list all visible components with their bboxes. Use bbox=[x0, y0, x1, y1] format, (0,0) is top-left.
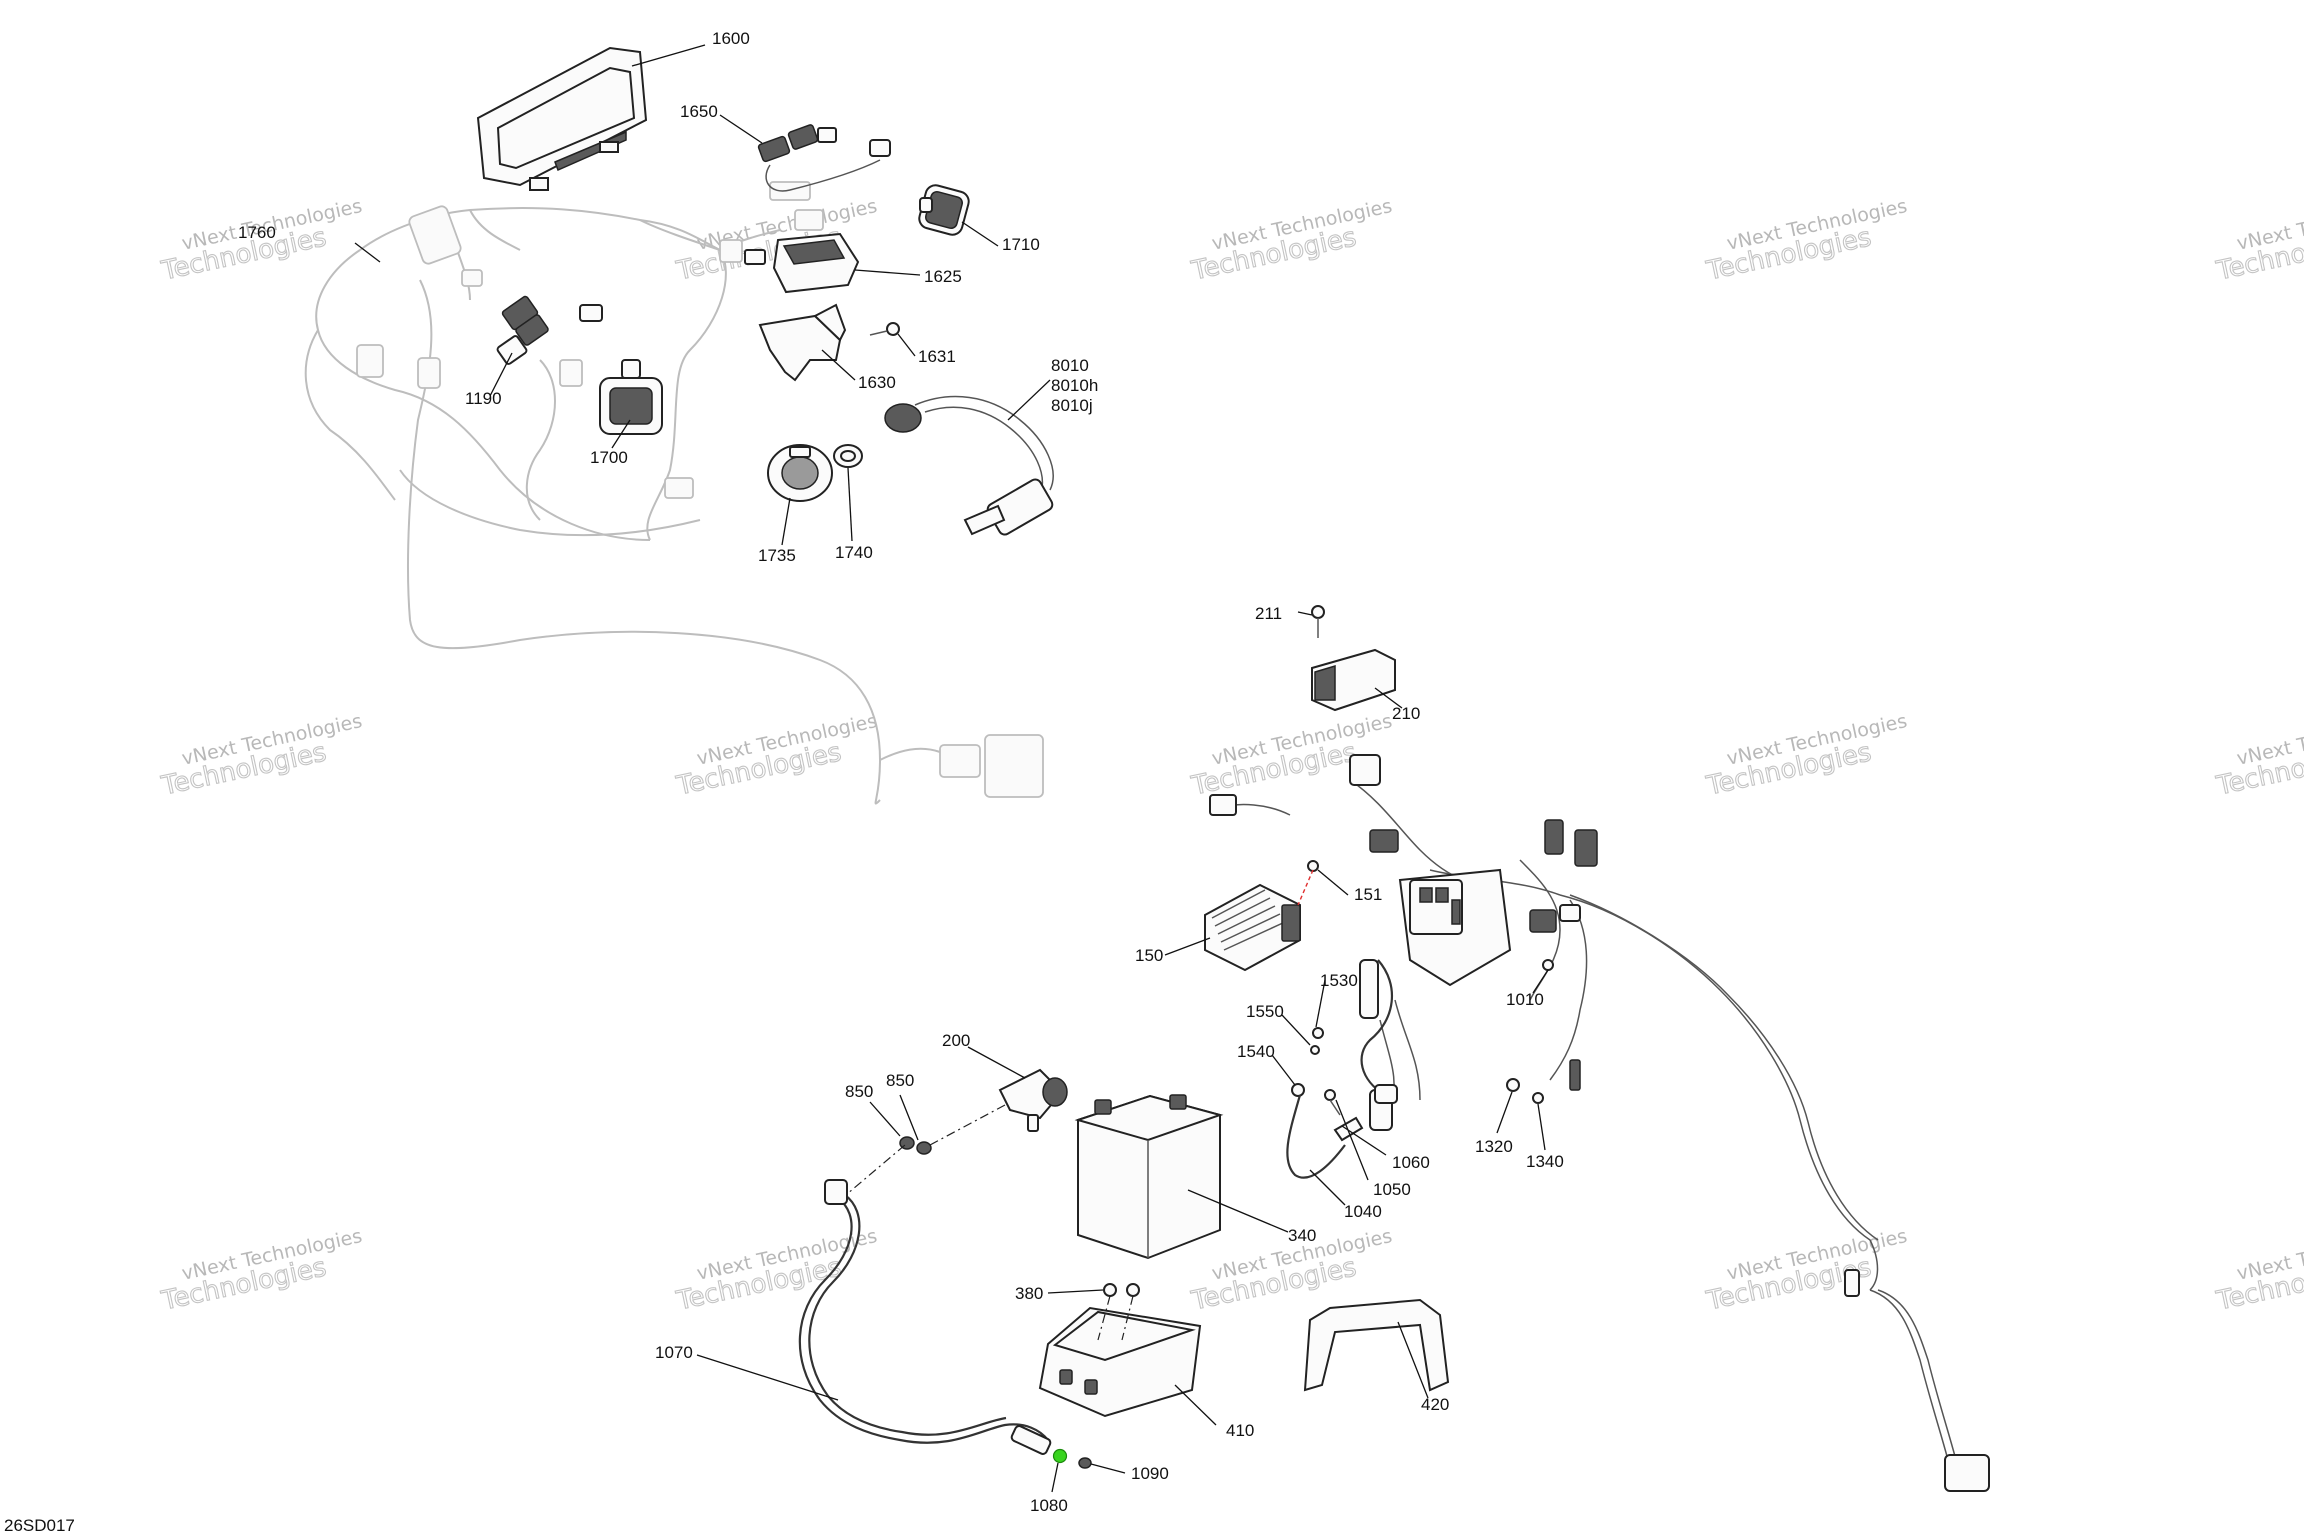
callout-420: 420 bbox=[1421, 1395, 1449, 1414]
watermark: Technologies vNext Technologies bbox=[158, 1225, 364, 1317]
watermark: Technologies vNext Technologies bbox=[1703, 710, 1909, 802]
callout-1700: 1700 bbox=[590, 448, 628, 467]
callout-1550: 1550 bbox=[1246, 1002, 1284, 1021]
instrument-cluster-1600 bbox=[476, 46, 648, 191]
callout-1090: 1090 bbox=[1131, 1464, 1169, 1483]
watermark: Technologies vNext Technologies bbox=[2213, 195, 2304, 287]
main-wiring-harness-ghost bbox=[304, 181, 1044, 805]
module-1625 bbox=[744, 232, 860, 294]
callout-380: 380 bbox=[1015, 1284, 1043, 1303]
callout-340: 340 bbox=[1288, 1226, 1316, 1245]
voltage-regulator-150 bbox=[1204, 883, 1301, 972]
lanyard-8010 bbox=[884, 395, 1054, 536]
callout-1320: 1320 bbox=[1475, 1137, 1513, 1156]
callout-151: 151 bbox=[1354, 885, 1382, 904]
callout-1070: 1070 bbox=[655, 1343, 693, 1362]
nut-1090 bbox=[1078, 1457, 1092, 1469]
callout-1735: 1735 bbox=[758, 546, 796, 565]
callout-150: 150 bbox=[1135, 946, 1163, 965]
switch-1700 bbox=[599, 359, 663, 435]
callout-1190: 1190 bbox=[465, 389, 502, 408]
watermark: Technologies vNext Technologies bbox=[1703, 1225, 1909, 1317]
watermark: Technologies vNext Technologies bbox=[1703, 195, 1909, 287]
nut-850 bbox=[899, 1136, 932, 1155]
nut-1740 bbox=[833, 444, 863, 468]
assembly-axis bbox=[839, 1144, 906, 1201]
callout-1530: 1530 bbox=[1320, 971, 1358, 990]
screw-211 bbox=[1311, 605, 1325, 638]
screw-1631 bbox=[869, 322, 900, 336]
battery-cable-1070 bbox=[798, 1179, 1052, 1455]
callout-1710: 1710 bbox=[1002, 235, 1040, 254]
watermark: Technologies vNext Technologies bbox=[1188, 195, 1394, 287]
callout-8010: 8010 bbox=[1051, 356, 1089, 375]
screw-1010 bbox=[1542, 959, 1554, 971]
callout-1340: 1340 bbox=[1526, 1152, 1564, 1171]
bracket-1630 bbox=[758, 303, 847, 382]
screw-151 bbox=[1297, 860, 1319, 906]
connector-1190 bbox=[496, 295, 603, 365]
callout-1625: 1625 bbox=[924, 267, 962, 286]
callout-labels: 1600 1650 1760 1710 1625 1631 1630 8010 … bbox=[238, 29, 1564, 1515]
callout-211: 211 bbox=[1255, 604, 1282, 623]
callout-1600: 1600 bbox=[712, 29, 750, 48]
cable-1550 bbox=[1360, 959, 1398, 1104]
callout-1740: 1740 bbox=[835, 543, 873, 562]
callout-410: 410 bbox=[1226, 1421, 1254, 1440]
fasteners-1320-1340 bbox=[1506, 1078, 1544, 1104]
callout-1080: 1080 bbox=[1030, 1496, 1068, 1515]
battery-tray-410 bbox=[1038, 1306, 1202, 1418]
screw-380 bbox=[1097, 1283, 1140, 1341]
ground-cable-1040 bbox=[1286, 1027, 1364, 1179]
starter-solenoid-200 bbox=[998, 1068, 1068, 1132]
connector-1650 bbox=[757, 124, 891, 192]
battery-340 bbox=[1074, 1094, 1224, 1260]
watermark: Technologies vNext Technologies bbox=[2213, 1225, 2304, 1317]
callout-1010: 1010 bbox=[1506, 990, 1544, 1009]
callout-8010j: 8010j bbox=[1051, 396, 1093, 415]
callout-1040: 1040 bbox=[1344, 1202, 1382, 1221]
callout-1540: 1540 bbox=[1237, 1042, 1275, 1061]
callout-1060: 1060 bbox=[1392, 1153, 1430, 1172]
watermark: Technologies vNext Technologies bbox=[673, 710, 879, 802]
callout-1760: 1760 bbox=[238, 223, 276, 242]
leader-lines bbox=[354, 44, 1549, 1493]
right-wiring-harness bbox=[1209, 754, 1990, 1492]
watermark: Technologies vNext Technologies bbox=[158, 710, 364, 802]
assembly-axis bbox=[929, 1104, 1006, 1146]
diagram-reference-code: 26SD017 bbox=[4, 1516, 75, 1535]
watermark: Technologies vNext Technologies bbox=[673, 1225, 879, 1317]
callout-850-left: 850 bbox=[845, 1082, 873, 1101]
callout-1630: 1630 bbox=[858, 373, 896, 392]
watermark: Technologies vNext Technologies bbox=[2213, 710, 2304, 802]
callout-1650: 1650 bbox=[680, 102, 718, 121]
connector-1080 bbox=[1052, 1448, 1068, 1464]
callout-850-right: 850 bbox=[886, 1071, 914, 1090]
callout-1050: 1050 bbox=[1373, 1180, 1411, 1199]
battery-strap-420 bbox=[1303, 1298, 1450, 1392]
callout-200: 200 bbox=[942, 1031, 970, 1050]
key-switch-1735 bbox=[767, 444, 833, 502]
watermark-grid: Technologies vNext Technologies Technolo… bbox=[158, 195, 2304, 1317]
callout-1631: 1631 bbox=[918, 347, 956, 366]
callout-210: 210 bbox=[1392, 704, 1420, 723]
callout-8010h: 8010h bbox=[1051, 376, 1098, 395]
switch-1710 bbox=[918, 184, 970, 236]
module-210 bbox=[1311, 648, 1396, 712]
